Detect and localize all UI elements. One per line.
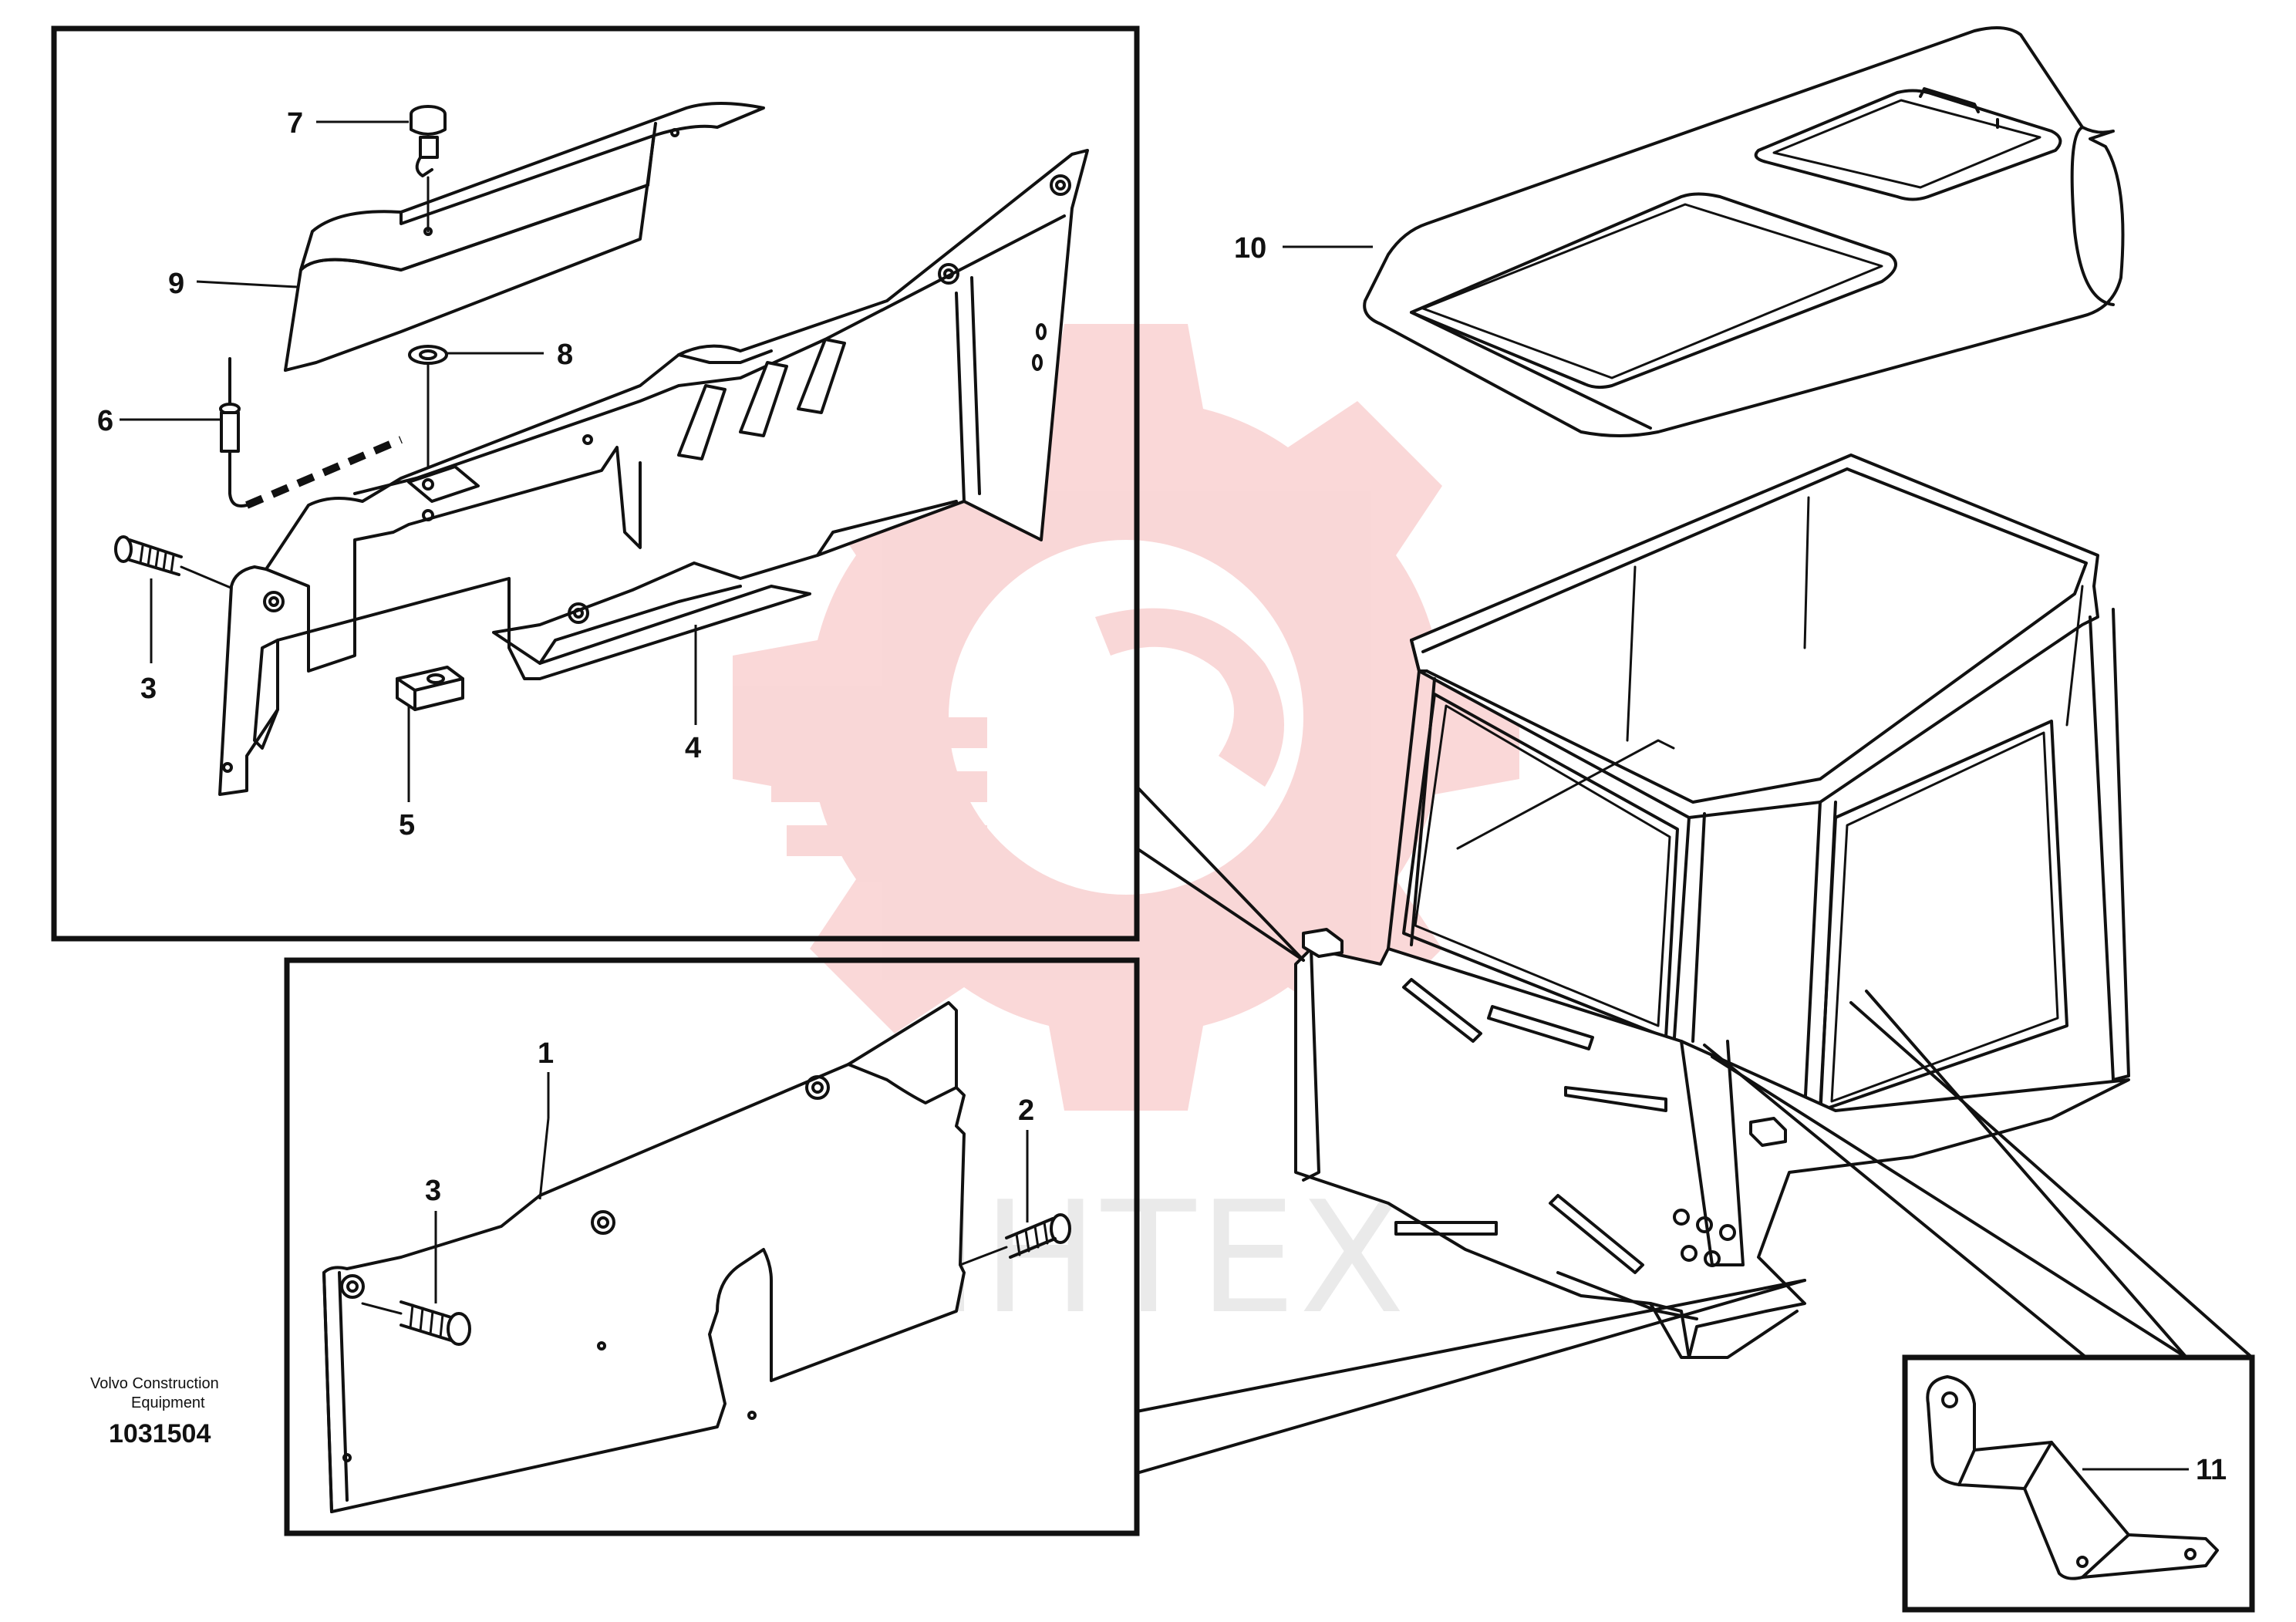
callout-9: 9	[168, 268, 184, 300]
callout-8: 8	[557, 339, 573, 371]
detail-pointer-lines	[1135, 785, 2254, 1475]
gear-logo-icon	[733, 324, 1519, 1111]
detail-frame-part-11	[1902, 1354, 2255, 1613]
part-11-bracket	[1926, 1375, 2219, 1580]
part-2-bolt	[959, 1213, 1071, 1266]
callout-3-lower: 3	[425, 1175, 441, 1207]
callout-11: 11	[2196, 1454, 2227, 1486]
callout-1: 1	[538, 1037, 554, 1070]
callout-7: 7	[287, 107, 303, 140]
part-6-rivet	[219, 357, 403, 509]
callout-5: 5	[399, 809, 415, 841]
callout-2: 2	[1018, 1094, 1034, 1127]
part-8-washer	[408, 345, 448, 480]
callout-4: 4	[685, 732, 701, 764]
part-9-cover-strip	[284, 102, 765, 372]
document-number: 1031504	[109, 1419, 211, 1448]
watermark	[733, 324, 1519, 1111]
callout-3-upper: 3	[140, 673, 157, 705]
part-1-side-cover	[322, 1001, 966, 1513]
part-3-bolt-lower	[361, 1300, 471, 1346]
detail-frame-lower	[284, 957, 1140, 1536]
callout-6: 6	[97, 405, 113, 437]
cab-frame	[1294, 454, 2130, 1359]
part-5-clip-nut	[396, 666, 464, 711]
maker-name-line1: Volvo Construction	[90, 1375, 219, 1392]
upper-leaders	[120, 120, 697, 802]
lower-leaders	[434, 1072, 1029, 1303]
part-7-pin	[410, 105, 447, 236]
part-4-side-panel	[218, 149, 1089, 796]
maker-name-line2: Equipment	[131, 1394, 205, 1411]
detail-frame-upper	[51, 25, 1140, 942]
callout-10: 10	[1234, 232, 1266, 265]
part-10-roof	[1363, 26, 2125, 437]
